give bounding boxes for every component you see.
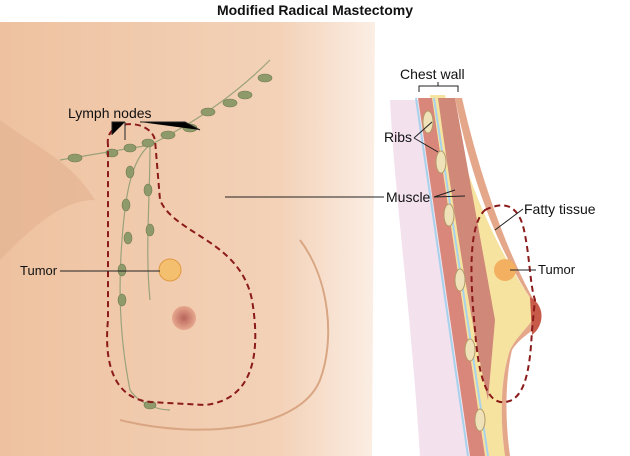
armpit <box>0 120 95 260</box>
tumor-front <box>158 258 182 282</box>
chest-inner-tissue <box>390 100 470 456</box>
rib-muscle-band <box>418 98 485 456</box>
tumor-section <box>494 259 516 281</box>
breast-contour <box>119 239 330 431</box>
label-muscle: Muscle <box>386 189 431 205</box>
skin-outer <box>455 98 541 456</box>
label-chest-wall: Chest wall <box>400 66 465 82</box>
diagram-title: Modified Radical Mastectomy <box>216 2 414 18</box>
label-tumor-front: Tumor <box>20 263 58 278</box>
label-ribs: Ribs <box>384 129 413 145</box>
removal-outline-front <box>106 123 257 407</box>
label-tumor-section: Tumor <box>538 262 576 277</box>
label-lymph-nodes: Lymph nodes <box>68 105 152 121</box>
pectoral-muscle <box>438 98 495 400</box>
lymph-nodes <box>67 73 273 410</box>
label-fatty-tissue: Fatty tissue <box>524 201 596 217</box>
ribs <box>422 110 486 432</box>
torso-front <box>0 22 375 456</box>
nipple <box>172 306 196 330</box>
